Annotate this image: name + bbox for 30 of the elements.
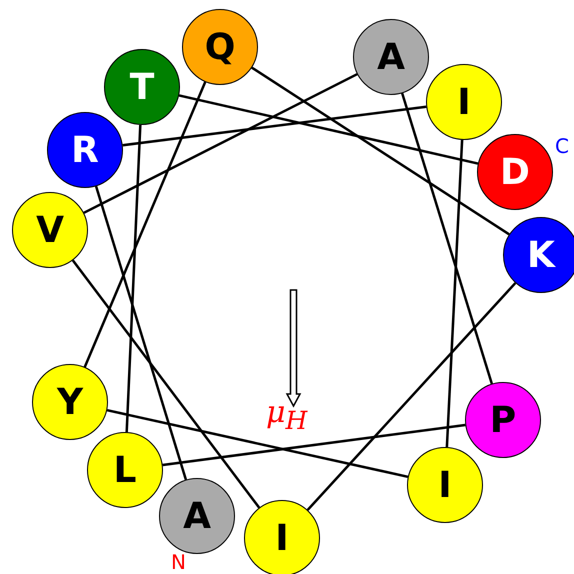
residue-circle: I <box>407 447 483 523</box>
residue-circle: R <box>47 112 123 188</box>
residue-circle: Q <box>182 9 258 85</box>
connector-line <box>446 140 464 448</box>
residue-circle: P <box>465 382 541 458</box>
connector-line <box>84 82 206 368</box>
residue-circle: K <box>503 217 574 293</box>
connector-line <box>106 408 408 478</box>
connector-line <box>401 92 493 384</box>
residue-circle: I <box>244 500 320 574</box>
connector-line <box>306 282 516 511</box>
moment-label: μ$_{H}$ <box>266 398 308 433</box>
residue-circle: I <box>426 64 502 140</box>
residue-circle: A <box>353 19 429 95</box>
residue-circle: T <box>104 49 180 125</box>
connector-line <box>125 124 142 432</box>
connector-line <box>122 106 426 146</box>
connector-line <box>178 94 478 165</box>
terminus-label: N <box>171 552 186 572</box>
residue-circle: A <box>159 478 235 554</box>
terminus-label: C <box>555 136 569 156</box>
residue-circle: L <box>87 432 163 508</box>
connector-line <box>162 424 466 466</box>
connector-line <box>83 73 358 214</box>
connector-line <box>72 260 260 508</box>
residue-circle: V <box>12 192 88 268</box>
connector-line <box>251 66 510 236</box>
residue-circle: D <box>477 134 553 210</box>
connector-line <box>94 186 188 480</box>
residue-circle: Y <box>32 364 108 440</box>
